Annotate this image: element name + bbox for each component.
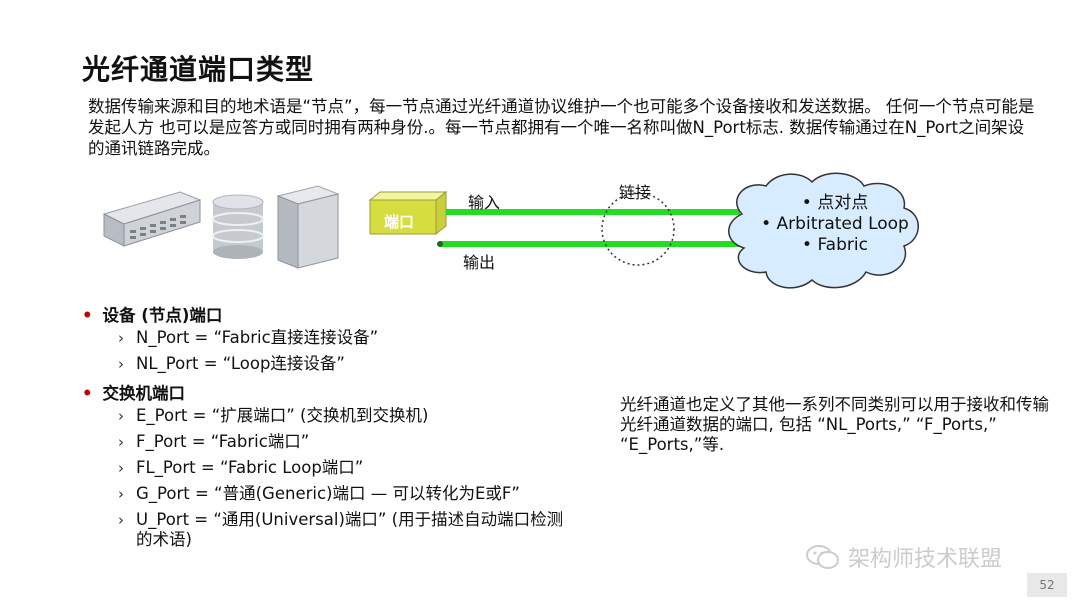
cloud-item: • Arbitrated Loop	[761, 214, 909, 234]
chevron-right-icon: ›	[118, 433, 124, 451]
chevron-right-icon: ›	[118, 511, 124, 529]
section-title-device-ports: •设备 (节点)端口	[82, 306, 223, 325]
watermark: 架构师技术联盟	[806, 541, 1002, 573]
side-note: 光纤通道也定义了其他一系列不同类别可以用于接收和传输光纤通道数据的端口, 包括 …	[620, 395, 1049, 454]
list-item: ›N_Port = “Fabric直接连接设备”	[118, 325, 378, 351]
cloud-topology-list: • 点对点 • Arbitrated Loop • Fabric	[760, 193, 910, 256]
server-device-icon	[102, 191, 202, 247]
bullet-icon: •	[82, 306, 93, 325]
device-ports-list: ›N_Port = “Fabric直接连接设备” ›NL_Port = “Loo…	[118, 325, 378, 377]
list-item: ›FL_Port = “Fabric Loop端口”	[118, 455, 563, 481]
chevron-right-icon: ›	[118, 355, 124, 373]
list-item: ›U_Port = “通用(Universal)端口” (用于描述自动端口检测	[118, 510, 564, 529]
link-circle	[601, 192, 675, 266]
chevron-right-icon: ›	[118, 485, 124, 503]
port-diagram	[102, 172, 919, 289]
output-label: 输出	[463, 253, 496, 272]
list-item: ›E_Port = “扩展端口” (交换机到交换机)	[118, 403, 563, 429]
chevron-right-icon: ›	[118, 459, 124, 477]
wechat-icon	[806, 545, 839, 569]
port-box-icon	[368, 190, 448, 236]
cloud-item: • 点对点	[801, 193, 869, 213]
link-label: 链接	[619, 183, 652, 202]
network-cloud	[728, 172, 919, 289]
intro-paragraph: 数据传输来源和目的地术语是“节点”，每一节点通过光纤通道协议维护一个也可能多个设…	[88, 97, 1035, 158]
chevron-right-icon: ›	[118, 329, 124, 347]
database-icon	[212, 194, 264, 259]
input-label: 输入	[468, 193, 501, 212]
watermark-text: 架构师技术联盟	[848, 547, 1003, 572]
chevron-right-icon: ›	[118, 407, 124, 425]
bullet-icon: •	[82, 384, 93, 403]
slide-title: 光纤通道端口类型	[82, 53, 315, 86]
list-item: ›NL_Port = “Loop连接设备”	[118, 351, 378, 377]
list-item: ›F_Port = “Fabric端口”	[118, 429, 563, 455]
port-label: 端口	[384, 213, 415, 231]
list-item-continuation: 的术语)	[136, 530, 192, 549]
page-number: 52	[1027, 573, 1067, 597]
tower-server-icon	[276, 185, 340, 269]
switch-ports-list: ›E_Port = “扩展端口” (交换机到交换机) ›F_Port = “Fa…	[118, 403, 563, 550]
cloud-item: • Fabric	[802, 235, 868, 255]
section-title-switch-ports: •交换机端口	[82, 384, 186, 403]
list-item: ›G_Port = “普通(Generic)端口 — 可以转化为E或F”	[118, 481, 563, 507]
